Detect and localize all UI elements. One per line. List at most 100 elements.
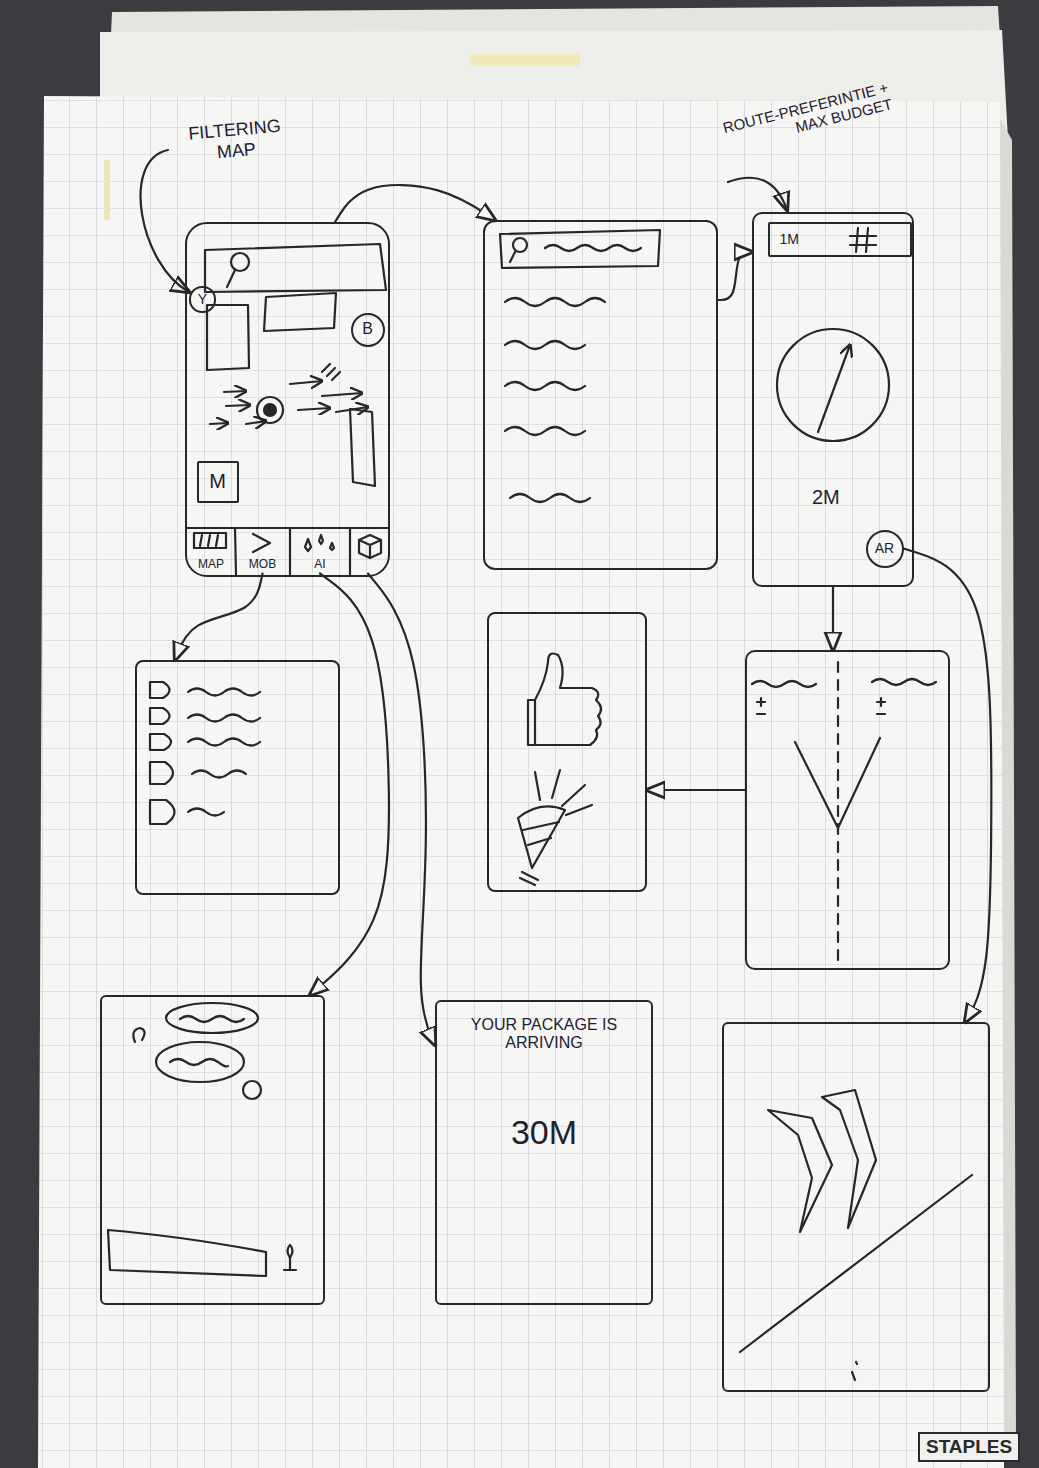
- scribble-text: [192, 771, 246, 778]
- map-icon: [200, 535, 218, 546]
- tab-button: MOB: [236, 529, 290, 574]
- scribble-text: [545, 245, 641, 251]
- flow-arrow: [310, 574, 389, 996]
- mob-icon: [253, 534, 270, 552]
- tab-label: AI: [314, 558, 325, 572]
- grid-paper: [38, 96, 1004, 1468]
- flow-arrow-mini: [224, 391, 246, 392]
- distance-text: 1M: [780, 231, 799, 247]
- map-block: [207, 305, 249, 370]
- sketch-lines: [108, 150, 972, 1380]
- compass-circle: [777, 329, 889, 441]
- distance-text: 2M: [812, 486, 840, 509]
- list-icon: [150, 762, 173, 784]
- flow-arrow: [832, 587, 834, 650]
- scribble-text: [188, 715, 260, 722]
- flow-arrow: [647, 789, 745, 791]
- route-split: [795, 738, 880, 828]
- thumbs-up-icon: [535, 654, 601, 745]
- phone-screen: Y B M MAP MOB AI: [185, 222, 390, 577]
- list-icon: [150, 682, 170, 698]
- phone-screen: [745, 650, 950, 970]
- connector-group: [175, 185, 991, 1045]
- party-cone-stripe: [523, 822, 559, 845]
- leader-arrow: [728, 178, 787, 210]
- tab-button: MAP: [188, 529, 235, 574]
- icon-letter: Y: [198, 291, 207, 307]
- chat-bubble: [166, 1003, 258, 1033]
- icon-button: Y: [189, 286, 215, 312]
- direction-arrow: [818, 345, 850, 432]
- scribble-text: [505, 298, 605, 306]
- scribble-text: [188, 739, 260, 746]
- annotation: ROUTE-PREFERINTIE + MAX BUDGET: [692, 79, 894, 161]
- ai-sparkle-icon: [305, 535, 334, 551]
- mic-icon: [284, 1245, 296, 1270]
- chat-bubble: [156, 1042, 244, 1082]
- plus-minus-mark: [757, 698, 765, 714]
- list-icon: [150, 800, 175, 824]
- scribble-text: [505, 382, 585, 390]
- phone-screen: [135, 660, 340, 895]
- annotation: FILTERING MAP: [171, 114, 299, 166]
- map-block: [264, 293, 336, 331]
- confetti-rays: [520, 872, 538, 885]
- flow-arrow-mini: [210, 423, 228, 424]
- flow-arrow-mini: [290, 381, 322, 384]
- sticky-note-edge: [104, 160, 110, 220]
- tab-divider: [235, 528, 350, 575]
- phone-screen: 2M 1M AR: [752, 212, 914, 587]
- screen-text: 30M: [511, 1113, 577, 1152]
- hash-icon: [850, 228, 876, 252]
- button-label: AR: [875, 540, 894, 556]
- tab-button: AI: [291, 529, 350, 574]
- list-icon: [150, 734, 171, 750]
- phone-screen: [483, 220, 718, 570]
- flow-arrow-mini: [298, 408, 330, 410]
- map-block: [350, 409, 375, 486]
- phone-screen: [722, 1022, 990, 1392]
- divider-dashed: [837, 662, 839, 960]
- flow-arrow-mini: [336, 407, 368, 412]
- scribble-text: [188, 689, 260, 696]
- map-icon: [194, 533, 226, 548]
- flow-arrow: [718, 252, 752, 300]
- scribble-text: [510, 494, 590, 502]
- magnifier-icon: [513, 238, 527, 252]
- magnifier-icon: [231, 253, 249, 271]
- leader-arrow: [141, 150, 189, 292]
- scribble-text: [180, 1016, 244, 1022]
- tab-label: MOB: [249, 558, 276, 572]
- screen-text: YOUR PACKAGE IS ARRIVING: [469, 1016, 619, 1053]
- icon-letter: B: [362, 320, 373, 338]
- ground-line: [740, 1175, 972, 1352]
- sticky-note-edge: [470, 54, 580, 66]
- flow-arrow: [175, 574, 263, 661]
- phone-screen: YOUR PACKAGE IS ARRIVING 30M: [435, 1000, 653, 1305]
- flow-arrow: [904, 549, 992, 1023]
- plus-minus-mark: [877, 698, 885, 714]
- scribble-text: [505, 427, 585, 435]
- avatar-icon: [133, 1028, 144, 1042]
- scribble-text: [170, 1059, 228, 1067]
- scribble-text: [872, 679, 936, 685]
- scribble-text: [505, 341, 585, 349]
- thumbs-up-icon: [528, 700, 535, 745]
- speed-ticks: [322, 364, 340, 380]
- watermark: STAPLES: [918, 1432, 1020, 1462]
- magnifier-handle: [510, 252, 515, 262]
- ar-chevron: [768, 1110, 832, 1232]
- magnifier-handle: [227, 270, 235, 287]
- top-bar: 1M: [768, 222, 912, 257]
- flow-arrow: [368, 574, 435, 1046]
- phone-screen: [487, 612, 647, 892]
- front-sheet: [38, 96, 1004, 1468]
- map-marker-box: M: [197, 461, 239, 503]
- pen-mark: [852, 1362, 857, 1380]
- flow-arrow-mini: [226, 405, 250, 406]
- tab-button: [351, 529, 386, 574]
- list-icon: [150, 708, 170, 724]
- ar-chevron: [822, 1090, 876, 1228]
